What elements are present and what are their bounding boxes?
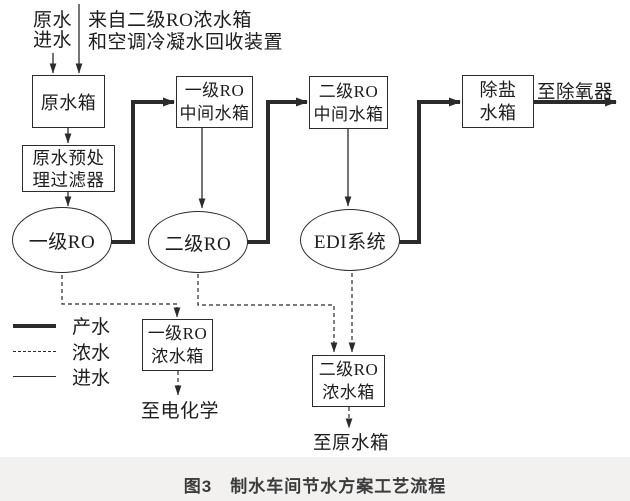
caption-strip: 图3 制水车间节水方案工艺流程 <box>0 457 630 501</box>
node-ro1-intermediate-tank: 一级RO 中间水箱 <box>176 76 253 128</box>
legend-label: 产水 <box>72 317 111 339</box>
product-line-ro2-to-intertank2 <box>244 97 308 244</box>
label-to-electrochemistry: 至电化学 <box>141 401 220 422</box>
legend-label: 进水 <box>72 368 111 390</box>
node-ro2-intermediate-tank: 二级RO 中间水箱 <box>309 76 388 129</box>
thin-solid-line-swatch <box>13 376 56 378</box>
legend-item-product-water: 产水 <box>13 313 110 339</box>
conc-line-ro1-to-conctank1 <box>61 268 181 318</box>
legend-item-feed-water: 进水 <box>13 364 110 390</box>
dashed-line-swatch <box>13 350 56 352</box>
node-ro2-concentrate-tank: 二级RO 浓水箱 <box>312 355 385 407</box>
label-to-raw-water-tank: 至原水箱 <box>313 434 390 454</box>
node-ro1-concentrate-tank: 一级RO 浓水箱 <box>142 319 213 371</box>
node-ro2: 二级RO <box>148 211 248 273</box>
node-desalted-water-tank: 除盐 水箱 <box>462 75 534 128</box>
label-raw-water-inlet: 原水 进水 <box>33 10 73 51</box>
node-edi-system: EDI系统 <box>300 209 400 271</box>
legend-label: 浓水 <box>72 342 111 364</box>
label-from-recovery-source: 来自二级RO浓水箱 和空调冷凝水回收装置 <box>88 10 284 53</box>
node-pretreatment-filter: 原水预处 理过滤器 <box>22 145 115 192</box>
node-ro1: 一级RO <box>12 207 112 273</box>
thick-solid-line-swatch <box>13 323 56 328</box>
product-line-edi-to-desaltedtank <box>396 97 461 244</box>
legend: 产水 浓水 进水 <box>13 313 110 390</box>
conc-line-ro2-to-conctank2 <box>197 267 338 353</box>
figure-caption: 图3 制水车间节水方案工艺流程 <box>183 477 447 496</box>
label-to-deaerator: 至除氧器 <box>537 83 614 103</box>
legend-item-concentrate-water: 浓水 <box>13 339 110 365</box>
node-raw-water-tank: 原水箱 <box>32 75 105 128</box>
